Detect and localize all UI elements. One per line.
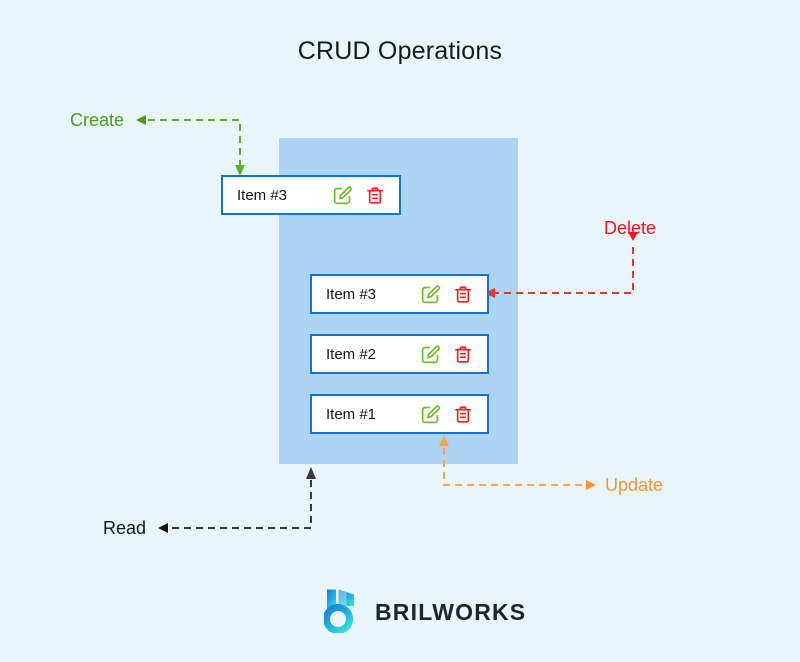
annotation-label-create: Create [70, 110, 125, 130]
create-arrow [136, 115, 245, 176]
page-title: CRUD Operations [297, 37, 503, 65]
edit-pencil-icon[interactable] [332, 185, 353, 206]
list-item-label: Item #1 [326, 405, 377, 423]
list-item-label: Item #3 [326, 285, 377, 303]
list-item-label: Item #2 [326, 345, 377, 363]
list-item[interactable]: Item #1 [310, 394, 489, 434]
trash-icon[interactable] [365, 185, 385, 206]
trash-icon[interactable] [453, 344, 473, 365]
list-item[interactable]: Item #3 [310, 274, 489, 314]
brilworks-logo: BRILWORKS [323, 587, 527, 638]
read-arrow [158, 467, 316, 533]
create-card-actions [332, 185, 385, 206]
list-item-actions [420, 404, 473, 425]
list-item[interactable]: Item #2 [310, 334, 489, 374]
annotation-label-update: Update [605, 475, 664, 495]
brilworks-wordmark: BRILWORKS [375, 599, 527, 625]
create-card[interactable]: Item #3 [221, 175, 401, 215]
brilworks-b-icon [323, 587, 364, 638]
annotation-label-delete: Delete [604, 218, 657, 238]
trash-icon[interactable] [453, 284, 473, 305]
list-item-actions [420, 344, 473, 365]
list-item-actions [420, 284, 473, 305]
edit-pencil-icon[interactable] [420, 344, 441, 365]
annotation-label-read: Read [103, 518, 147, 538]
edit-pencil-icon[interactable] [420, 284, 441, 305]
create-card-label: Item #3 [237, 186, 288, 204]
trash-icon[interactable] [453, 404, 473, 425]
edit-pencil-icon[interactable] [420, 404, 441, 425]
